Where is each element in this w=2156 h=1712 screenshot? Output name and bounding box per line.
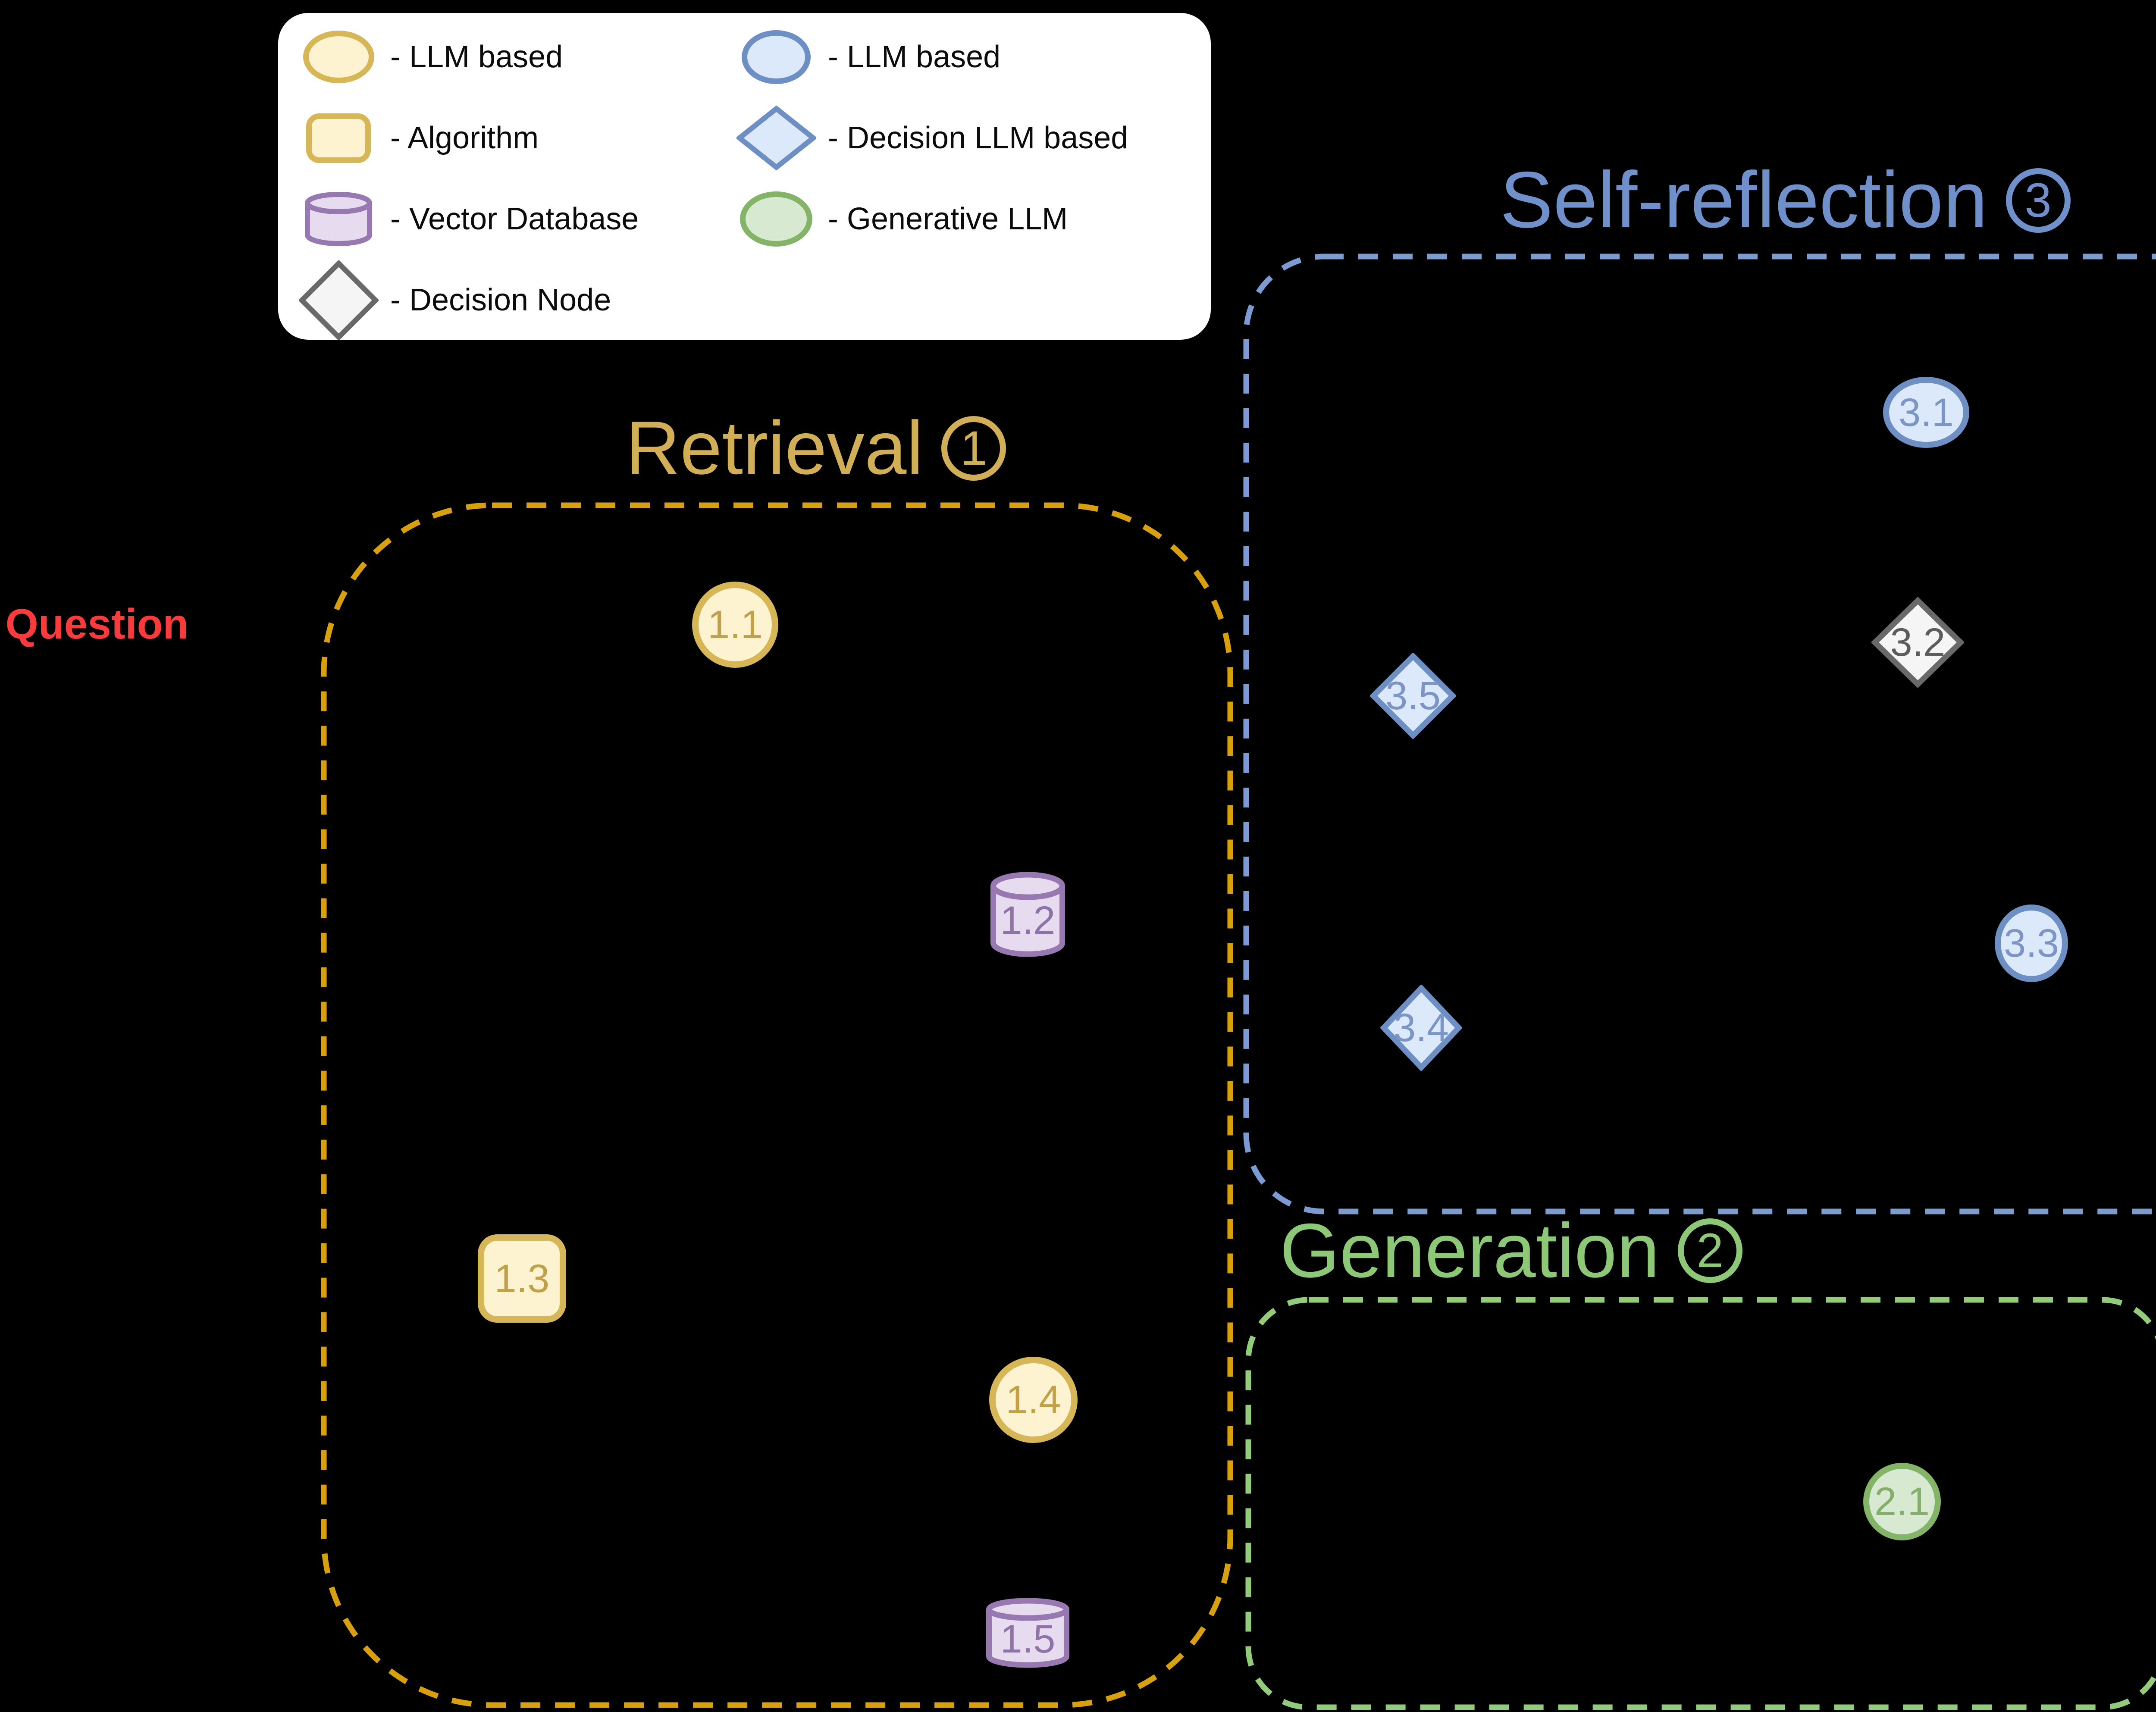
- node-3-3-llm-circle: 3.3: [1995, 905, 2068, 982]
- node-3-5-decision-llm-diamond: 3.5: [1370, 653, 1456, 739]
- yellow-rounded-square-icon: [298, 113, 379, 163]
- node-3-2-decision-diamond: 3.2: [1871, 597, 1964, 688]
- retrieval-title-text: Retrieval: [625, 406, 924, 490]
- generation-title-text: Generation: [1280, 1208, 1660, 1293]
- node-3-1-llm-circle: 3.1: [1883, 377, 1969, 448]
- node-1-2-vector-database-cylinder: 1.2: [990, 871, 1065, 958]
- legend: - LLM based - Algorithm - Vector Databas…: [278, 13, 1211, 340]
- node-2-1-generative-llm-circle: 2.1: [1863, 1463, 1941, 1540]
- node-label: 3.2: [1890, 620, 1946, 664]
- node-label: 2.1: [1874, 1480, 1930, 1524]
- legend-label: - Decision Node: [390, 283, 611, 317]
- legend-item-algorithm: - Algorithm: [298, 97, 639, 178]
- circled-number-3-icon: 3: [2006, 168, 2071, 233]
- self-reflection-title-text: Self-reflection: [1500, 156, 1988, 244]
- legend-item-decision-node: - Decision Node: [298, 260, 639, 341]
- yellow-ellipse-icon: [298, 31, 379, 83]
- green-ellipse-icon: [735, 191, 817, 247]
- generation-frame: [1245, 1297, 2156, 1710]
- legend-label: - Generative LLM: [828, 202, 1068, 236]
- node-label: 1.3: [494, 1256, 550, 1301]
- node-label: 1.1: [708, 603, 763, 647]
- blue-ellipse-icon: [735, 30, 817, 84]
- node-label: 3.5: [1385, 674, 1441, 718]
- circled-number-2-icon: 2: [1677, 1218, 1742, 1283]
- legend-item-decision-llm: - Decision LLM based: [735, 97, 1128, 178]
- node-label: 1.5: [1000, 1617, 1056, 1661]
- node-label: 1.4: [1006, 1378, 1061, 1422]
- node-label: 1.2: [1000, 898, 1056, 942]
- legend-label: - Decision LLM based: [828, 121, 1128, 155]
- legend-label: - LLM based: [828, 40, 1001, 74]
- self-reflection-group-title: Self-reflection 3: [1287, 160, 2156, 240]
- legend-item-llm-blue: - LLM based: [735, 16, 1128, 97]
- node-label: 3.3: [2004, 921, 2059, 965]
- legend-right-column: - LLM based - Decision LLM based - Gener…: [735, 16, 1128, 260]
- generation-group-title: Generation 2: [1280, 1212, 1742, 1289]
- node-1-1-llm-circle: 1.1: [692, 582, 778, 668]
- retrieval-frame: [321, 502, 1233, 1708]
- node-1-4-llm-circle: 1.4: [989, 1357, 1078, 1443]
- node-1-5-vector-database-cylinder: 1.5: [986, 1597, 1070, 1668]
- gray-diamond-icon: [298, 260, 379, 340]
- node-label: 3.4: [1394, 1006, 1449, 1050]
- legend-left-column: - LLM based - Algorithm - Vector Databas…: [298, 16, 639, 341]
- legend-item-vector-database: - Vector Database: [298, 178, 639, 260]
- legend-item-generative-llm: - Generative LLM: [735, 178, 1128, 260]
- purple-cylinder-icon: [298, 191, 379, 247]
- retrieval-group-title: Retrieval 1: [363, 410, 1269, 486]
- node-3-4-decision-llm-diamond: 3.4: [1380, 985, 1462, 1071]
- legend-label: - Vector Database: [390, 202, 639, 236]
- legend-item-llm-yellow: - LLM based: [298, 16, 639, 97]
- legend-label: - Algorithm: [390, 121, 539, 155]
- legend-label: - LLM based: [390, 40, 563, 74]
- node-label: 3.1: [1899, 390, 1954, 435]
- blue-diamond-icon: [735, 106, 817, 170]
- node-1-3-algorithm-square: 1.3: [478, 1234, 566, 1323]
- circled-number-1-icon: 1: [941, 416, 1006, 481]
- question-label: Question: [5, 600, 189, 648]
